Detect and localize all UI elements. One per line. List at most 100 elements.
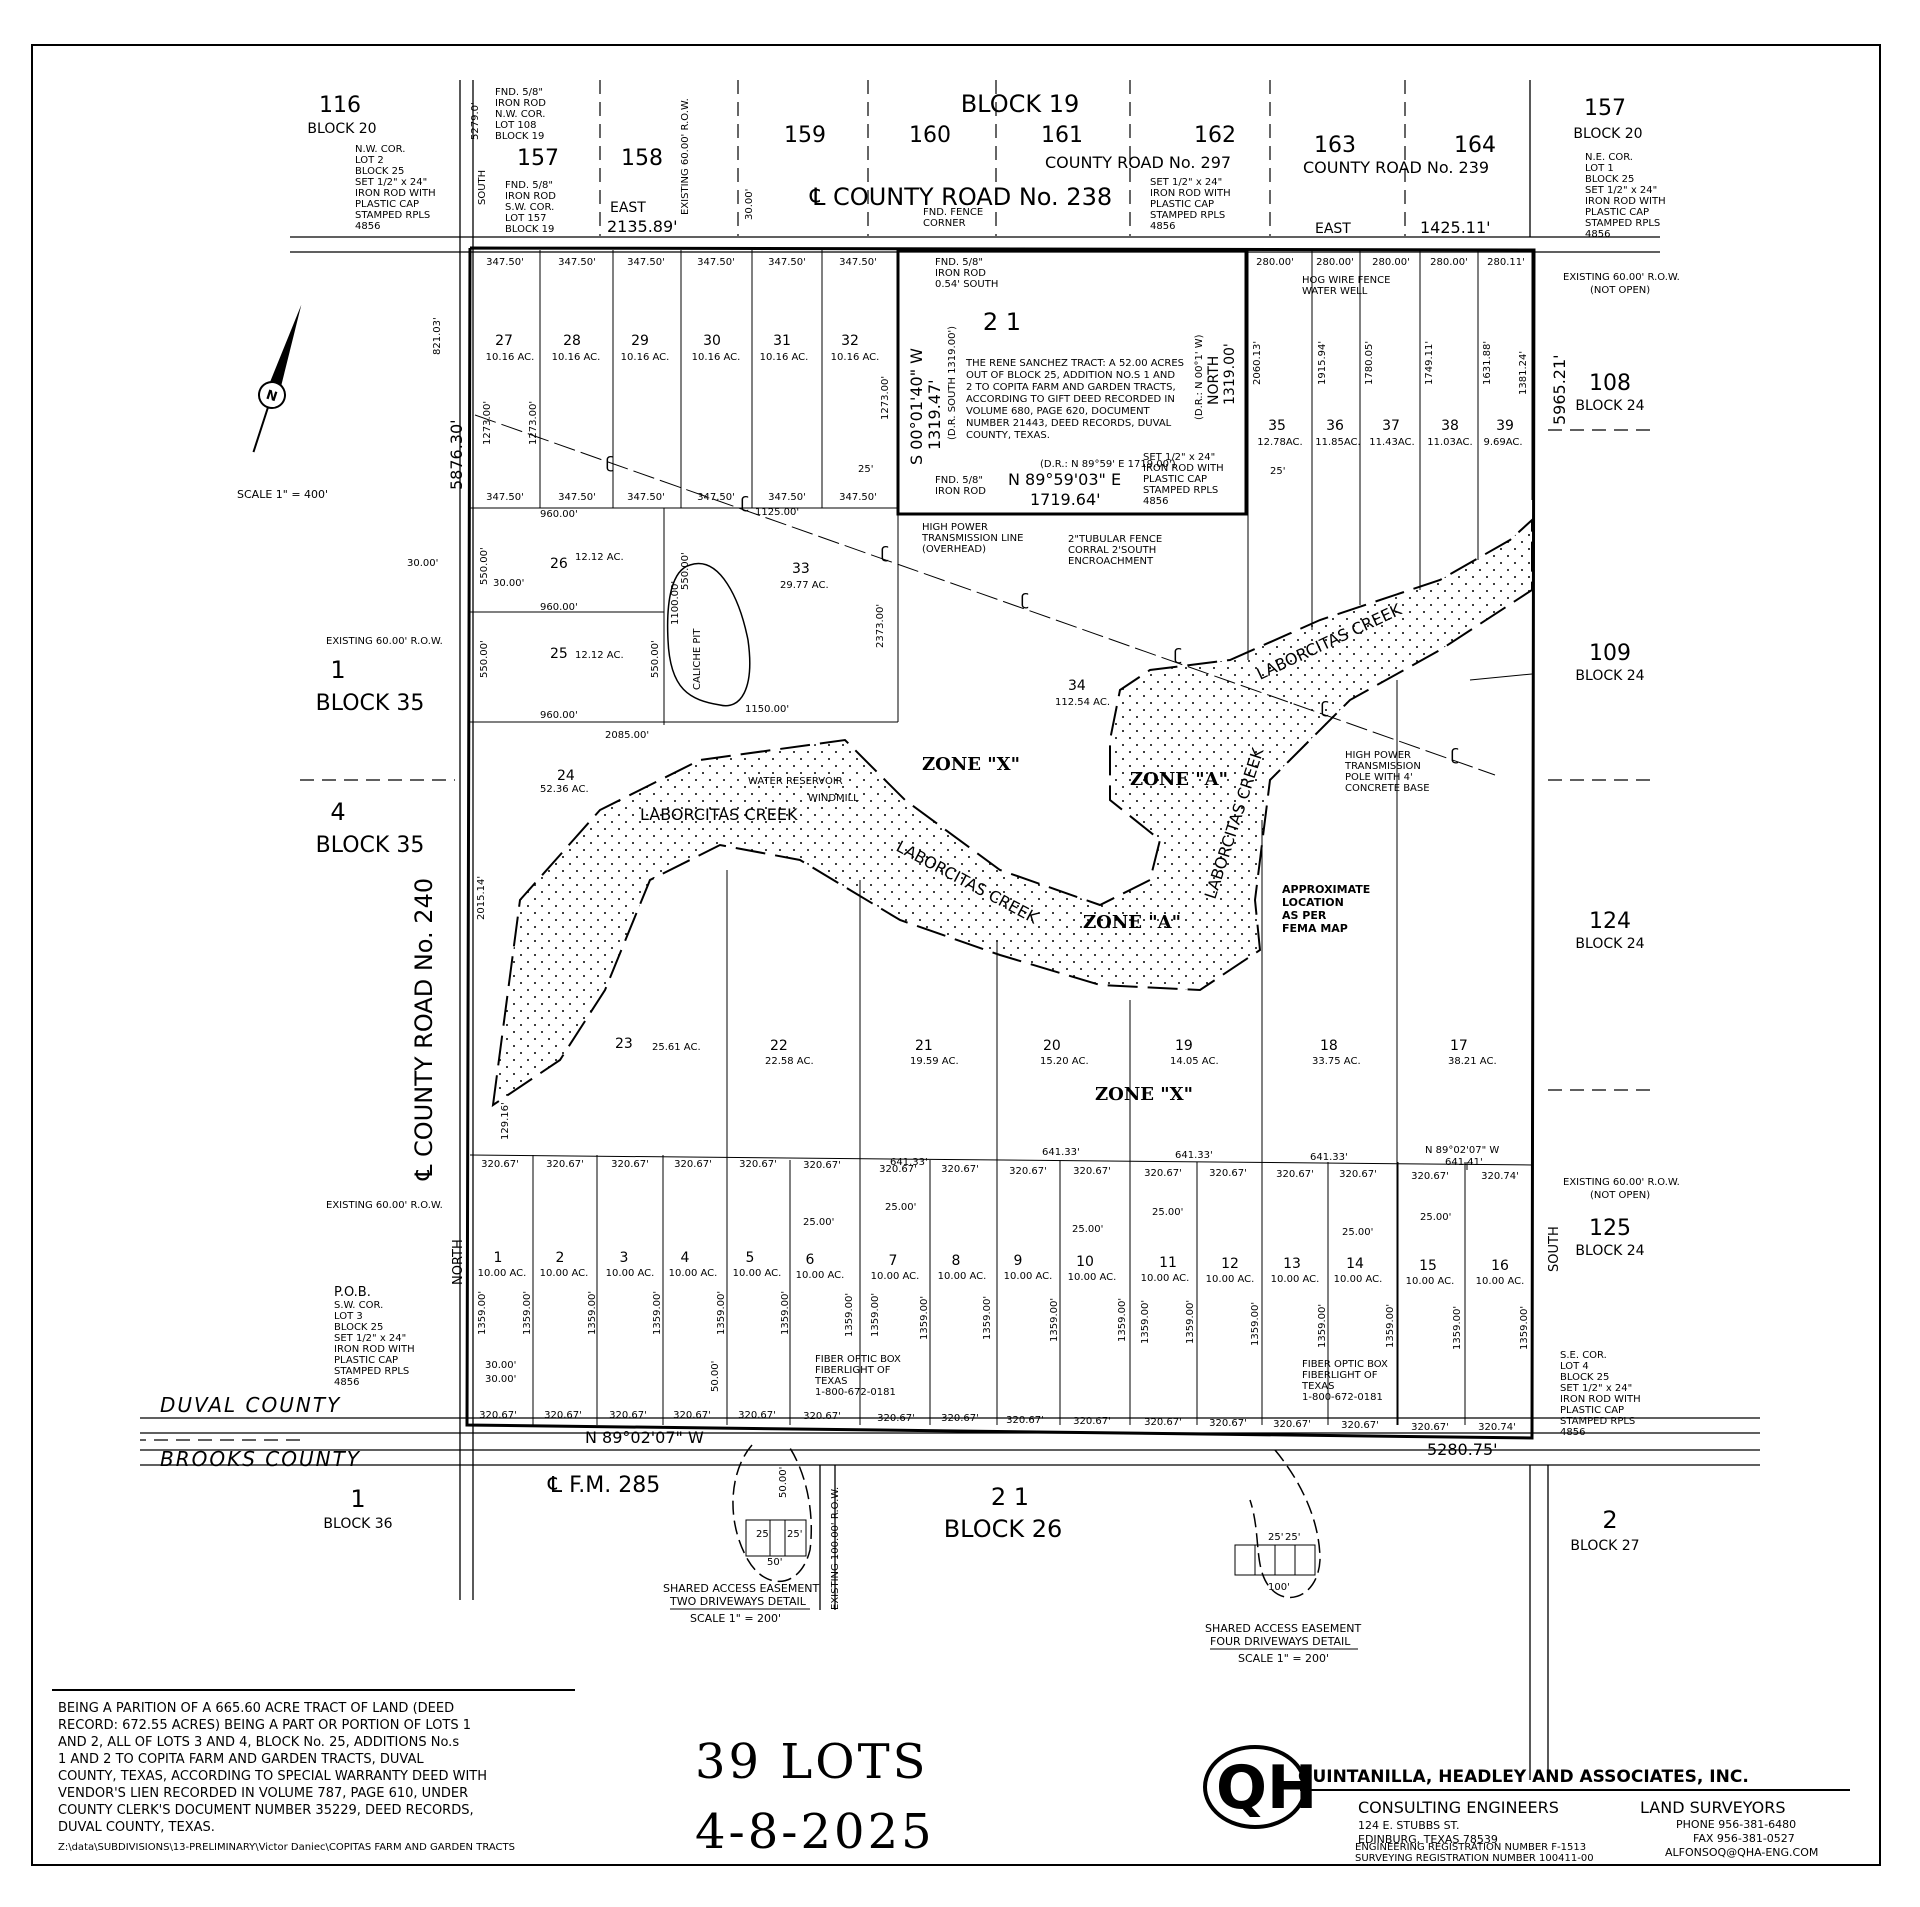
bbw-12: 320.67' [1209, 1418, 1247, 1429]
block-108-label: BLOCK 24 [1575, 398, 1644, 414]
sanchez-note-7: COUNTY, TEXAS. [966, 430, 1050, 441]
lot-16-area: 10.00 AC. [1476, 1276, 1525, 1287]
sanchez-note-3: 2 TO COPITA FARM AND GARDEN TRACTS, [966, 382, 1176, 393]
note-ne-cor-3: BLOCK 25 [1585, 174, 1634, 185]
bd-11: 1359.00' [1049, 1298, 1060, 1342]
note-nw-cor-1: N.W. COR. [355, 144, 405, 155]
block-19-numbers: 157 158 159 160 161 162 163 164 [517, 123, 1496, 171]
d2015: 2015.14' [476, 876, 487, 920]
lot-23-num: 23 [615, 1036, 633, 1052]
firm-logo: QH [1216, 1753, 1317, 1823]
btw-16: 320.74' [1481, 1171, 1519, 1182]
legal-line-2: RECORD: 672.55 ACRES) BEING A PART OR PO… [58, 1718, 471, 1733]
det2-25b: 25' [1285, 1532, 1300, 1543]
d25-b: 25.00' [885, 1202, 916, 1213]
lot-10-num: 10 [1076, 1254, 1094, 1270]
d12916: 129.16' [500, 1102, 511, 1140]
bd-6: 1359.00' [780, 1291, 791, 1335]
bd-15: 1359.00' [1250, 1302, 1261, 1346]
det2-25a: 25' [1268, 1532, 1283, 1543]
note-ne-cor-1: N.E. COR. [1585, 152, 1633, 163]
lot-17-area: 38.21 AC. [1448, 1056, 1497, 1067]
lot-3-num: 3 [620, 1250, 629, 1266]
lot-12-num: 12 [1221, 1256, 1239, 1272]
note-water-2: WINDMILL [808, 793, 859, 804]
d25-e: 25.00' [1342, 1227, 1373, 1238]
note-ne-cor-7: STAMPED RPLS [1585, 218, 1660, 229]
bw-5: 347.50' [768, 492, 806, 503]
file-path: Z:\data\SUBDIVISIONS\13-PRELIMINARY\Vict… [58, 1842, 515, 1853]
row-left-top: EXISTING 60.00' R.O.W. [326, 636, 443, 647]
cr240-label: ℄ COUNTY ROAD No. 240 [410, 878, 438, 1181]
block-125-label: BLOCK 24 [1575, 1243, 1644, 1259]
note-hptl-2: TRANSMISSION LINE [921, 533, 1023, 544]
note-pob-4: BLOCK 25 [334, 1322, 383, 1333]
lot-164-top: 164 [1454, 133, 1496, 158]
row-left-bottom: EXISTING 60.00' R.O.W. [326, 1200, 443, 1211]
bd-13: 1359.00' [1140, 1300, 1151, 1344]
lot-26-area: 12.12 AC. [575, 552, 624, 563]
d550-2: 550.00' [479, 640, 490, 678]
lot-162-top: 162 [1194, 123, 1236, 148]
block-26-label: BLOCK 26 [944, 1515, 1063, 1543]
driveway-25: 25.00' 25.00' 25.00' 25.00' 25.00' 25.00… [485, 1202, 1451, 1498]
block-1-36-label: BLOCK 36 [323, 1516, 392, 1532]
block-4-35-label: BLOCK 35 [316, 833, 425, 858]
block-27-num: 2 [1602, 1506, 1617, 1534]
d25-d: 25.00' [1152, 1207, 1183, 1218]
sheet-border [31, 44, 1881, 1866]
lot-32-area: 10.16 AC. [831, 352, 880, 363]
bottom-lots: 1 10.00 AC. 2 10.00 AC. 3 10.00 AC. 4 10… [478, 1250, 1525, 1287]
middle-lots: 23 25.61 AC. 22 22.58 AC. 21 19.59 AC. 2… [615, 1036, 1499, 1168]
mw-2: 641.33' [1042, 1147, 1080, 1158]
note-nw-cor-7: STAMPED RPLS [355, 210, 430, 221]
note-pob-1: P.O.B. [334, 1285, 371, 1300]
block-124-label: BLOCK 24 [1575, 936, 1644, 952]
sanchez-west-1: S 00°01'40" W [907, 348, 926, 465]
mw-5: N 89°02'07" W [1425, 1145, 1499, 1156]
lot-27-area: 10.16 AC. [486, 352, 535, 363]
legal-line-5: COUNTY, TEXAS, ACCORDING TO SPECIAL WARR… [58, 1769, 487, 1784]
north-dist-right: 1425.11' [1420, 218, 1491, 237]
nd-36: 1915.94' [1317, 341, 1328, 385]
d30-lot26: 30.00' [493, 578, 524, 589]
ne-lot-widths: 280.00' 280.00' 280.00' 280.00' 280.11' [1256, 257, 1525, 268]
d30-top: 30.00' [744, 189, 755, 220]
bbw-8: 320.67' [941, 1413, 979, 1424]
block-27-label: BLOCK 27 [1570, 1538, 1639, 1554]
lot-9-area: 10.00 AC. [1004, 1271, 1053, 1282]
d30-pob-1: 30.00' [485, 1360, 516, 1371]
lot-32-num: 32 [841, 333, 859, 349]
nd-38: 1749.11' [1424, 341, 1435, 385]
transmission-poles: ʗ ʗ ʗ ʗ ʗ ʗ ʗ [606, 453, 1459, 764]
firm-reg2: SURVEYING REGISTRATION NUMBER 100411-00 [1355, 1853, 1594, 1864]
det1-title-2: TWO DRIVEWAYS DETAIL [669, 1595, 807, 1608]
note-hogwire: HOG WIRE FENCE WATER WELL [1302, 275, 1390, 297]
note-ne-cor-4: SET 1/2" x 24" [1585, 185, 1657, 196]
mw-1: 641.33' [890, 1157, 928, 1168]
east-dist: 5965.21' [1550, 354, 1569, 425]
block-labels: 116 BLOCK 20 157 BLOCK 20 BLOCK 19 108 B… [307, 90, 1644, 1554]
lot-6-num: 6 [806, 1252, 815, 1268]
caliche-label: CALICHE PIT [692, 628, 703, 690]
note-ne-cor-6: PLASTIC CAP [1585, 207, 1649, 218]
transmission-line [474, 414, 1496, 776]
note-hptl: HIGH POWER TRANSMISSION LINE (OVERHEAD) [921, 522, 1023, 555]
lot-25-area: 12.12 AC. [575, 650, 624, 661]
block-109-label: BLOCK 24 [1575, 668, 1644, 684]
det1-25b: 25' [787, 1529, 802, 1540]
note-fiber1-3: TEXAS [814, 1376, 847, 1387]
firm-fax: FAX 956-381-0527 [1693, 1832, 1795, 1845]
bbw-11: 320.67' [1144, 1417, 1182, 1428]
lot-30-area: 10.16 AC. [692, 352, 741, 363]
det1-title-1: SHARED ACCESS EASEMENT [663, 1582, 820, 1595]
d2085: 2085.00' [605, 730, 649, 741]
note-fiber2: FIBER OPTIC BOX FIBERLIGHT OF TEXAS 1-80… [1301, 1359, 1388, 1403]
block-109-num: 109 [1589, 641, 1631, 666]
lot-28-area: 10.16 AC. [552, 352, 601, 363]
lot-161-top: 161 [1041, 123, 1083, 148]
detail-four-driveways: 25' 25' 100' SHARED ACCESS EASEMENT FOUR… [1205, 1449, 1362, 1665]
note-hppole-1: HIGH POWER [1345, 750, 1411, 761]
firm-phone: PHONE 956-381-6480 [1676, 1818, 1796, 1831]
note-rod-sanchez: SET 1/2" x 24" IRON ROD WITH PLASTIC CAP… [1143, 452, 1224, 507]
